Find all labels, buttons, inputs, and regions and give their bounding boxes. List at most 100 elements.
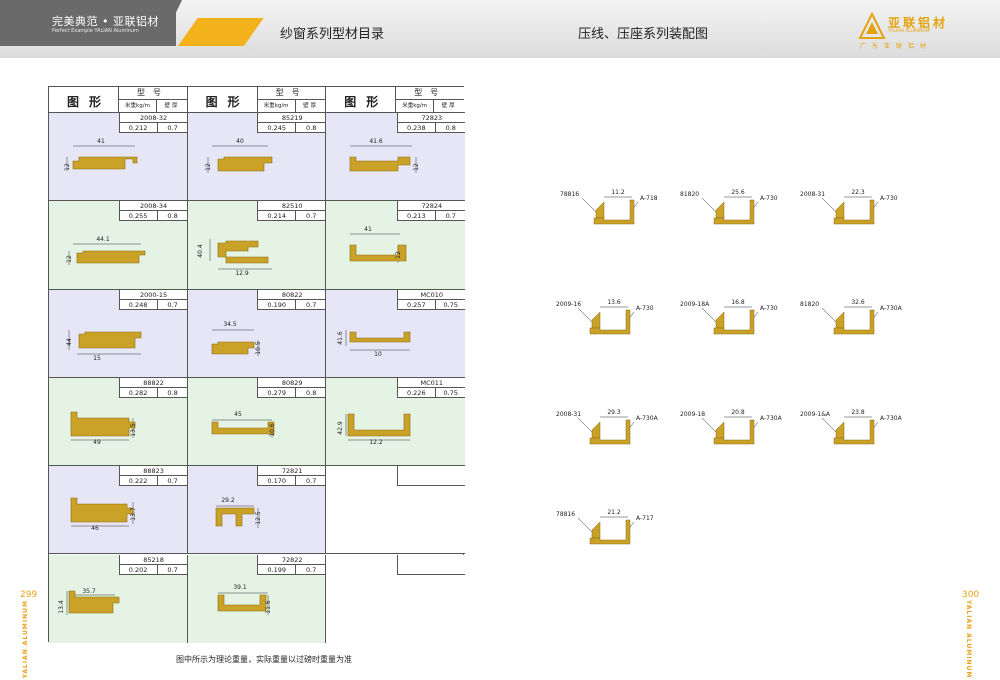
press-bead-section	[591, 421, 601, 439]
header-shape-label: 图形	[49, 87, 119, 113]
logo-name: 亚联铝材	[888, 16, 949, 30]
logo-english: YALIAN ALUMINUM	[888, 29, 930, 34]
header-wall-label: 壁厚	[164, 103, 180, 109]
profile-drawing: 35.713.4	[58, 588, 120, 615]
press-bead-section	[715, 201, 725, 219]
assembly-width: 32.6	[851, 299, 865, 306]
assembly-left-part: 2009-18A	[680, 301, 710, 308]
profile-section	[349, 244, 407, 262]
profile-drawing: 41 12	[349, 226, 407, 264]
press-bead-section	[835, 201, 845, 219]
base-profile-section	[833, 419, 875, 445]
leader-line	[821, 417, 879, 435]
dimension-label: 40	[236, 138, 244, 145]
dimension-label: 12	[66, 255, 73, 263]
profile-section	[211, 341, 254, 354]
profile-weight: 0.282	[120, 387, 158, 398]
leader-line	[821, 197, 879, 215]
company-logo: 亚联铝材 YALIAN ALUMINUM 广东亚联铝材	[858, 12, 964, 52]
leader-line	[577, 307, 635, 325]
leader-line	[821, 307, 879, 325]
profile-wall: 0.8	[306, 388, 317, 397]
dimension-label: 29.2	[221, 497, 235, 504]
profile-wall: 0.7	[167, 124, 178, 132]
press-bead-section	[715, 421, 725, 439]
profile-drawing: 12.940.4	[197, 239, 272, 277]
profile-model: 2008-32	[119, 113, 187, 123]
dimension-label: 46	[91, 525, 99, 532]
empty-tag	[396, 466, 465, 487]
dimension-label: 44.1	[96, 236, 110, 243]
dimension-label: 45	[234, 411, 242, 418]
dimension-label: 12	[413, 163, 420, 171]
profile-weight: 0.257	[398, 299, 436, 310]
dimension-label: 41.6	[370, 138, 384, 145]
dimension-label: 41	[364, 226, 372, 233]
dimension-label: 39.1	[233, 584, 247, 591]
assembly-width: 29.3	[607, 409, 621, 416]
dimension-label: 11.6	[265, 600, 272, 614]
dimension-label: 12	[395, 251, 402, 259]
base-profile-section	[713, 199, 755, 225]
profile-wall: 0.8	[167, 388, 178, 397]
profile-section	[349, 331, 411, 342]
press-bead-section	[591, 311, 601, 329]
empty-cell	[326, 466, 465, 555]
profile-section	[217, 240, 268, 264]
assembly-right-part: A-718	[640, 195, 658, 202]
profile-section	[211, 421, 274, 435]
press-bead-section	[715, 311, 725, 329]
profile-wall: 0.7	[306, 477, 317, 486]
assembly-width: 11.2	[611, 189, 625, 196]
dimension-label: 42.9	[337, 421, 344, 435]
profile-drawing: 12.242.9	[337, 413, 411, 446]
assembly-left-part: 2008-31	[800, 191, 825, 198]
profile-model: 72821	[258, 466, 326, 477]
assembly-right-part: A-730A	[760, 415, 783, 422]
header-model-label: 型号	[119, 87, 187, 100]
press-bead-section	[835, 311, 845, 329]
brand-subtitle: Perfect Example YALIAN Aluminum	[52, 28, 139, 34]
dimension-label: 49	[93, 439, 101, 446]
assembly-width: 20.8	[731, 409, 745, 416]
base-profile-section	[593, 199, 635, 225]
header-shape-label: 图形	[188, 87, 258, 113]
profile-section	[70, 411, 136, 437]
profile-weight: 0.245	[258, 123, 297, 133]
profile-model: 80829	[258, 378, 326, 388]
dimension-label: 12.9	[235, 270, 249, 277]
press-bead-section	[591, 521, 601, 539]
profile-section	[68, 590, 120, 613]
profile-wall: 0.7	[306, 212, 317, 221]
assembly-width: 22.3	[851, 189, 865, 196]
assembly-title: 压线、压座系列装配图	[578, 27, 709, 42]
base-profile-section	[713, 419, 755, 445]
page-number-left: 299	[20, 590, 38, 600]
assembly-left-part: 78816	[560, 191, 579, 198]
profile-section	[347, 413, 411, 437]
profile-drawing: 44.1 12	[66, 236, 146, 266]
